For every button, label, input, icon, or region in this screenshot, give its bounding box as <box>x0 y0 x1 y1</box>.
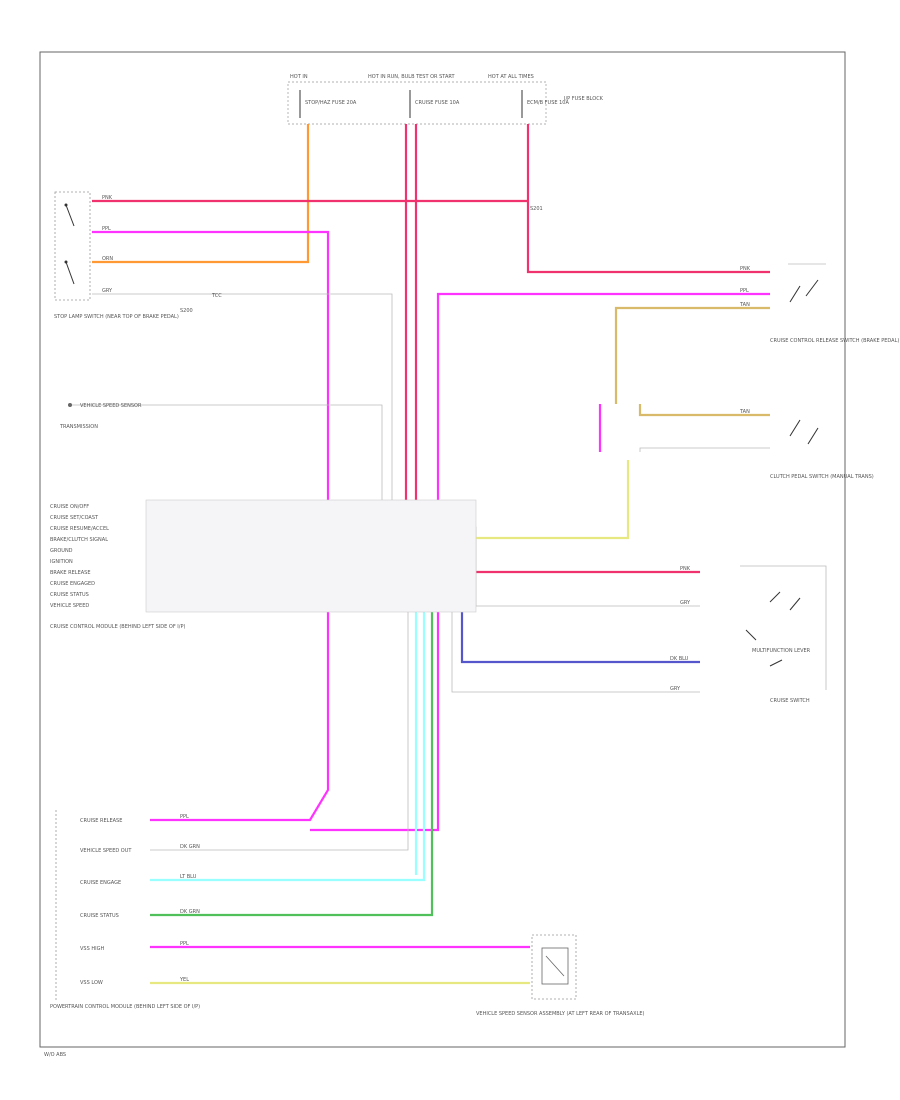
svg-text:PPL: PPL <box>740 288 749 294</box>
pcm-pin-5: VSS LOW <box>80 980 103 986</box>
wire-tan-release <box>614 306 770 404</box>
module-pin-1: CRUISE SET/COAST <box>50 515 99 521</box>
fuse-ecm: ECM/B FUSE 10A <box>527 100 569 106</box>
module-pin-2: CRUISE RESUME/ACCEL <box>50 526 109 532</box>
pcm-pin-2: CRUISE ENGAGE <box>80 880 121 886</box>
wire-gray-ground <box>92 293 393 520</box>
svg-text:TAN: TAN <box>739 409 750 415</box>
pcm-pin-1: VEHICLE SPEED OUT <box>80 848 132 854</box>
module-pin-7: CRUISE ENGAGED <box>50 581 95 587</box>
svg-text:PPL: PPL <box>102 226 111 232</box>
svg-text:TAN: TAN <box>739 302 750 308</box>
svg-text:DK GRN: DK GRN <box>180 909 200 915</box>
footer-note: W/O ABS <box>44 1052 66 1058</box>
cruise-module-label: CRUISE CONTROL MODULE (BEHIND LEFT SIDE … <box>50 624 185 630</box>
svg-text:YEL: YEL <box>179 977 189 983</box>
wire-red-cruise-a <box>150 124 408 557</box>
splice-s200: S200 <box>180 308 193 314</box>
fuse-cruise: CRUISE FUSE 10A <box>415 100 460 106</box>
stoplamp-switch-label: STOP LAMP SWITCH (NEAR TOP OF BRAKE PEDA… <box>54 314 179 320</box>
module-pin-5: IGNITION <box>50 559 73 565</box>
fuse-block-label: I/P FUSE BLOCK <box>564 96 604 102</box>
wire-cyan-a <box>150 590 426 882</box>
svg-text:LT BLU: LT BLU <box>180 874 197 880</box>
vehicle-speed-sensor: VEHICLE SPEED SENSOR TRANSMISSION <box>59 403 142 430</box>
svg-text:PNK: PNK <box>680 566 691 572</box>
speed-sensor-label: VEHICLE SPEED SENSOR ASSEMBLY (AT LEFT R… <box>476 1011 645 1017</box>
wire-red-ecm-feed <box>526 124 770 274</box>
fuse-header-hot-in: HOT IN <box>290 74 308 80</box>
wire-blue <box>460 506 700 664</box>
vss-label: VEHICLE SPEED SENSOR <box>80 403 142 409</box>
clutch-switch-label: CLUTCH PEDAL SWITCH (MANUAL TRANS) <box>770 474 874 480</box>
module-pin-8: CRUISE STATUS <box>50 592 89 598</box>
svg-text:ORN: ORN <box>102 256 113 262</box>
svg-text:DK GRN: DK GRN <box>180 844 200 850</box>
pcm-label: POWERTRAIN CONTROL MODULE (BEHIND LEFT S… <box>50 1004 200 1010</box>
svg-text:GRY: GRY <box>670 686 681 692</box>
svg-text:GRY: GRY <box>680 600 691 606</box>
cruise-switch: MULTIFUNCTION LEVER CRUISE SWITCH <box>740 565 827 704</box>
wire-labels: PNK PPL ORN GRY PNK PPL TAN TAN PNK GRY … <box>102 195 751 983</box>
module-pin-0: CRUISE ON/OFF <box>50 504 89 510</box>
module-pin-4: GROUND <box>50 548 73 554</box>
diagram-frame <box>39 51 846 1048</box>
wire-orange <box>92 124 310 264</box>
clutch-switch: CLUTCH PEDAL SWITCH (MANUAL TRANS) <box>639 419 874 480</box>
module-pin-6: BRAKE RELEASE <box>50 570 90 576</box>
svg-text:PNK: PNK <box>102 195 113 201</box>
fuse-header-run: HOT IN RUN, BULB TEST OR START <box>368 74 455 80</box>
svg-text:PPL: PPL <box>180 814 189 820</box>
fuse-header-all-times: HOT AT ALL TIMES <box>488 74 534 80</box>
release-switch: CRUISE CONTROL RELEASE SWITCH (BRAKE PED… <box>770 263 899 344</box>
wire-tan-clutch <box>638 404 770 417</box>
svg-text:PNK: PNK <box>740 266 751 272</box>
svg-text:PPL: PPL <box>180 941 189 947</box>
fuse-block: HOT IN HOT IN RUN, BULB TEST OR START HO… <box>287 74 604 125</box>
svg-text:DK BLU: DK BLU <box>670 656 689 662</box>
powertrain-control-module: CRUISE RELEASE VEHICLE SPEED OUT CRUISE … <box>50 810 200 1010</box>
cruise-module: CRUISE ON/OFF CRUISE SET/COAST CRUISE RE… <box>50 499 477 630</box>
speed-sensor-assembly: VEHICLE SPEED SENSOR ASSEMBLY (AT LEFT R… <box>476 934 645 1017</box>
wire-green-a <box>150 580 434 917</box>
module-pin-9: VEHICLE SPEED <box>50 603 89 609</box>
pcm-pin-3: CRUISE STATUS <box>80 913 119 919</box>
wire-pink-brake <box>92 230 330 822</box>
vss-note: TRANSMISSION <box>59 424 98 430</box>
module-pin-3: BRAKE/CLUTCH SIGNAL <box>50 537 108 543</box>
svg-text:GRY: GRY <box>102 288 113 294</box>
multifunction-note: MULTIFUNCTION LEVER <box>752 648 811 654</box>
fuse-stop-haz: STOP/HAZ FUSE 20A <box>305 100 357 106</box>
splice-s201: S201 <box>530 206 543 212</box>
release-switch-label: CRUISE CONTROL RELEASE SWITCH (BRAKE PED… <box>770 338 899 344</box>
pcm-pin-4: VSS HIGH <box>80 946 104 952</box>
wire-cyan-b <box>150 598 418 875</box>
stoplamp-switch: STOP LAMP SWITCH (NEAR TOP OF BRAKE PEDA… <box>54 191 179 320</box>
tcc-label: TCC <box>211 293 222 299</box>
pcm-pin-0: CRUISE RELEASE <box>80 818 122 824</box>
cruise-switch-label: CRUISE SWITCH <box>770 698 810 704</box>
